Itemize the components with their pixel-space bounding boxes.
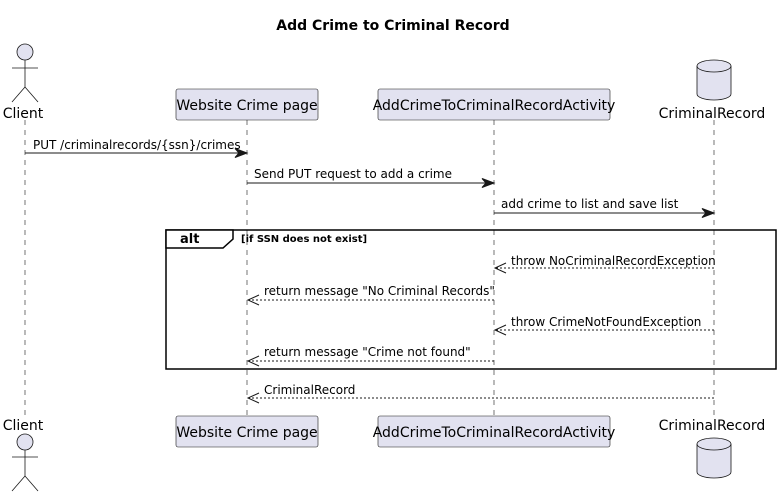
website-label-top: Website Crime page: [176, 98, 317, 114]
activity-box-top: [377, 88, 611, 121]
alt-tab: [165, 229, 234, 249]
arrowhead: [493, 262, 507, 274]
activity-box-bottom: [377, 415, 611, 448]
message-throw-crime-not-found-label: throw CrimeNotFoundException: [511, 315, 701, 329]
activity-label-bottom: AddCrimeToCriminalRecordActivity: [373, 425, 616, 441]
record-label-top: CriminalRecord: [659, 106, 766, 122]
database-icon-bottom: [696, 437, 732, 479]
message-put-request-label: PUT /criminalrecords/{ssn}/crimes: [33, 138, 241, 152]
arrowhead: [701, 208, 716, 218]
message-throw-no-record-label: throw NoCriminalRecordException: [511, 254, 716, 268]
arrowhead: [481, 178, 496, 188]
arrowhead: [234, 148, 249, 158]
message-send-put-label: Send PUT request to add a crime: [254, 167, 452, 181]
arrowhead: [246, 392, 260, 404]
activity-label-top: AddCrimeToCriminalRecordActivity: [373, 98, 616, 114]
alt-frame: [165, 229, 777, 370]
message-return-crime-not-found-label: return message "Crime not found": [264, 345, 471, 359]
client-actor-bottom: [11, 433, 39, 492]
client-label-bottom: Client: [3, 418, 44, 434]
message-criminal-record-label: CriminalRecord: [264, 383, 355, 397]
client-actor-top: [11, 43, 39, 103]
message-add-crime-label: add crime to list and save list: [501, 197, 679, 211]
website-box-bottom: [175, 415, 319, 448]
website-box-top: [175, 88, 319, 121]
message-return-no-records-label: return message "No Criminal Records": [264, 284, 495, 298]
record-label-bottom: CriminalRecord: [659, 418, 766, 434]
client-label-top: Client: [3, 106, 44, 122]
arrowhead: [246, 355, 260, 367]
diagram-title: Add Crime to Criminal Record: [276, 18, 509, 34]
arrowhead: [493, 324, 507, 336]
alt-label: alt: [180, 232, 199, 247]
database-icon-top: [696, 59, 732, 101]
arrowhead: [246, 294, 260, 306]
alt-condition: [if SSN does not exist]: [241, 234, 367, 245]
website-label-bottom: Website Crime page: [176, 425, 317, 441]
